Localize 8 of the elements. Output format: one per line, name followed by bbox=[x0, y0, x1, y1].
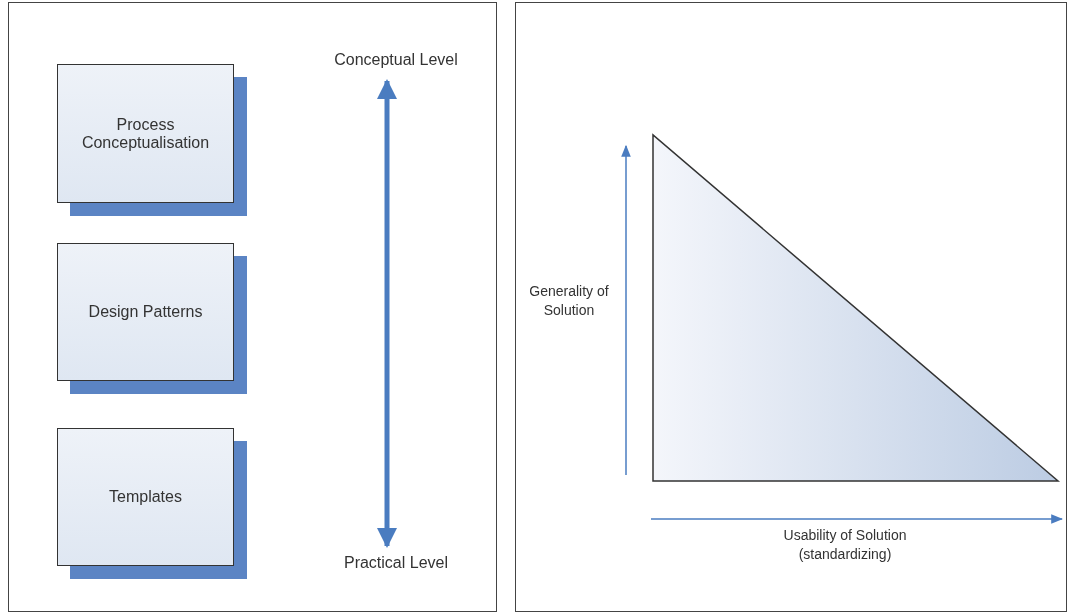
panel bbox=[8, 2, 497, 612]
panel bbox=[515, 2, 1067, 612]
axis-label: Usability of Solution (standardizing) bbox=[782, 526, 908, 564]
triangle-shape bbox=[652, 134, 1059, 482]
double-arrow bbox=[377, 79, 397, 548]
level-label: Conceptual Level bbox=[311, 51, 481, 73]
axis-label: Generality of Solution bbox=[528, 282, 610, 320]
level-label: Practical Level bbox=[311, 554, 481, 576]
